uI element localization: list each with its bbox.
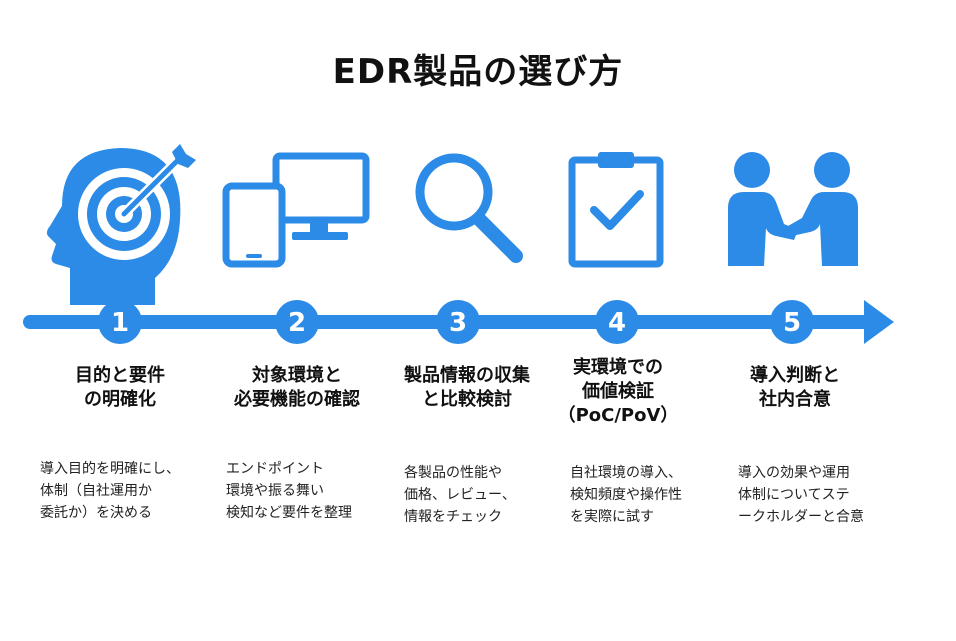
step-4-description: 自社環境の導入、 検知頻度や操作性 を実際に試す	[570, 465, 682, 525]
step-number: 4	[608, 308, 626, 338]
clipboard-check-icon	[568, 152, 664, 268]
step-5-marker: 5	[770, 300, 814, 344]
step-number: 3	[449, 308, 467, 338]
step-number: 5	[783, 308, 801, 338]
step-3-description: 各製品の性能や 価格、レビュー、 情報をチェック	[404, 465, 516, 525]
step-4-title: 実環境での 価値検証 （PoC/PoV）	[557, 357, 679, 426]
step-1-title: 目的と要件 の明確化	[75, 365, 165, 410]
step-2-marker: 2	[275, 300, 319, 344]
step-5-description: 導入の効果や運用 体制についてステ ークホルダーと合意	[738, 465, 864, 525]
step-3-marker: 3	[436, 300, 480, 344]
page-title: EDR製品の選び方	[332, 52, 624, 92]
step-4-marker: 4	[595, 300, 639, 344]
devices-icon	[222, 152, 370, 268]
step-2-title: 対象環境と 必要機能の確認	[234, 365, 360, 410]
step-number: 2	[288, 308, 306, 338]
step-1-description: 導入目的を明確にし、 体制（自社運用か 委託か）を決める	[40, 461, 180, 521]
step-2-description: エンドポイント 環境や振る舞い 検知など要件を整理	[226, 461, 352, 521]
target-head-icon	[46, 144, 196, 305]
magnifier-icon	[415, 153, 523, 263]
timeline-arrow: 1 2 3 4 5	[23, 300, 894, 344]
step-3-title: 製品情報の収集 と比較検討	[404, 365, 530, 410]
handshake-icon	[728, 152, 858, 266]
step-1-marker: 1	[98, 300, 142, 344]
step-5-title: 導入判断と 社内合意	[750, 365, 840, 410]
step-number: 1	[111, 308, 129, 338]
